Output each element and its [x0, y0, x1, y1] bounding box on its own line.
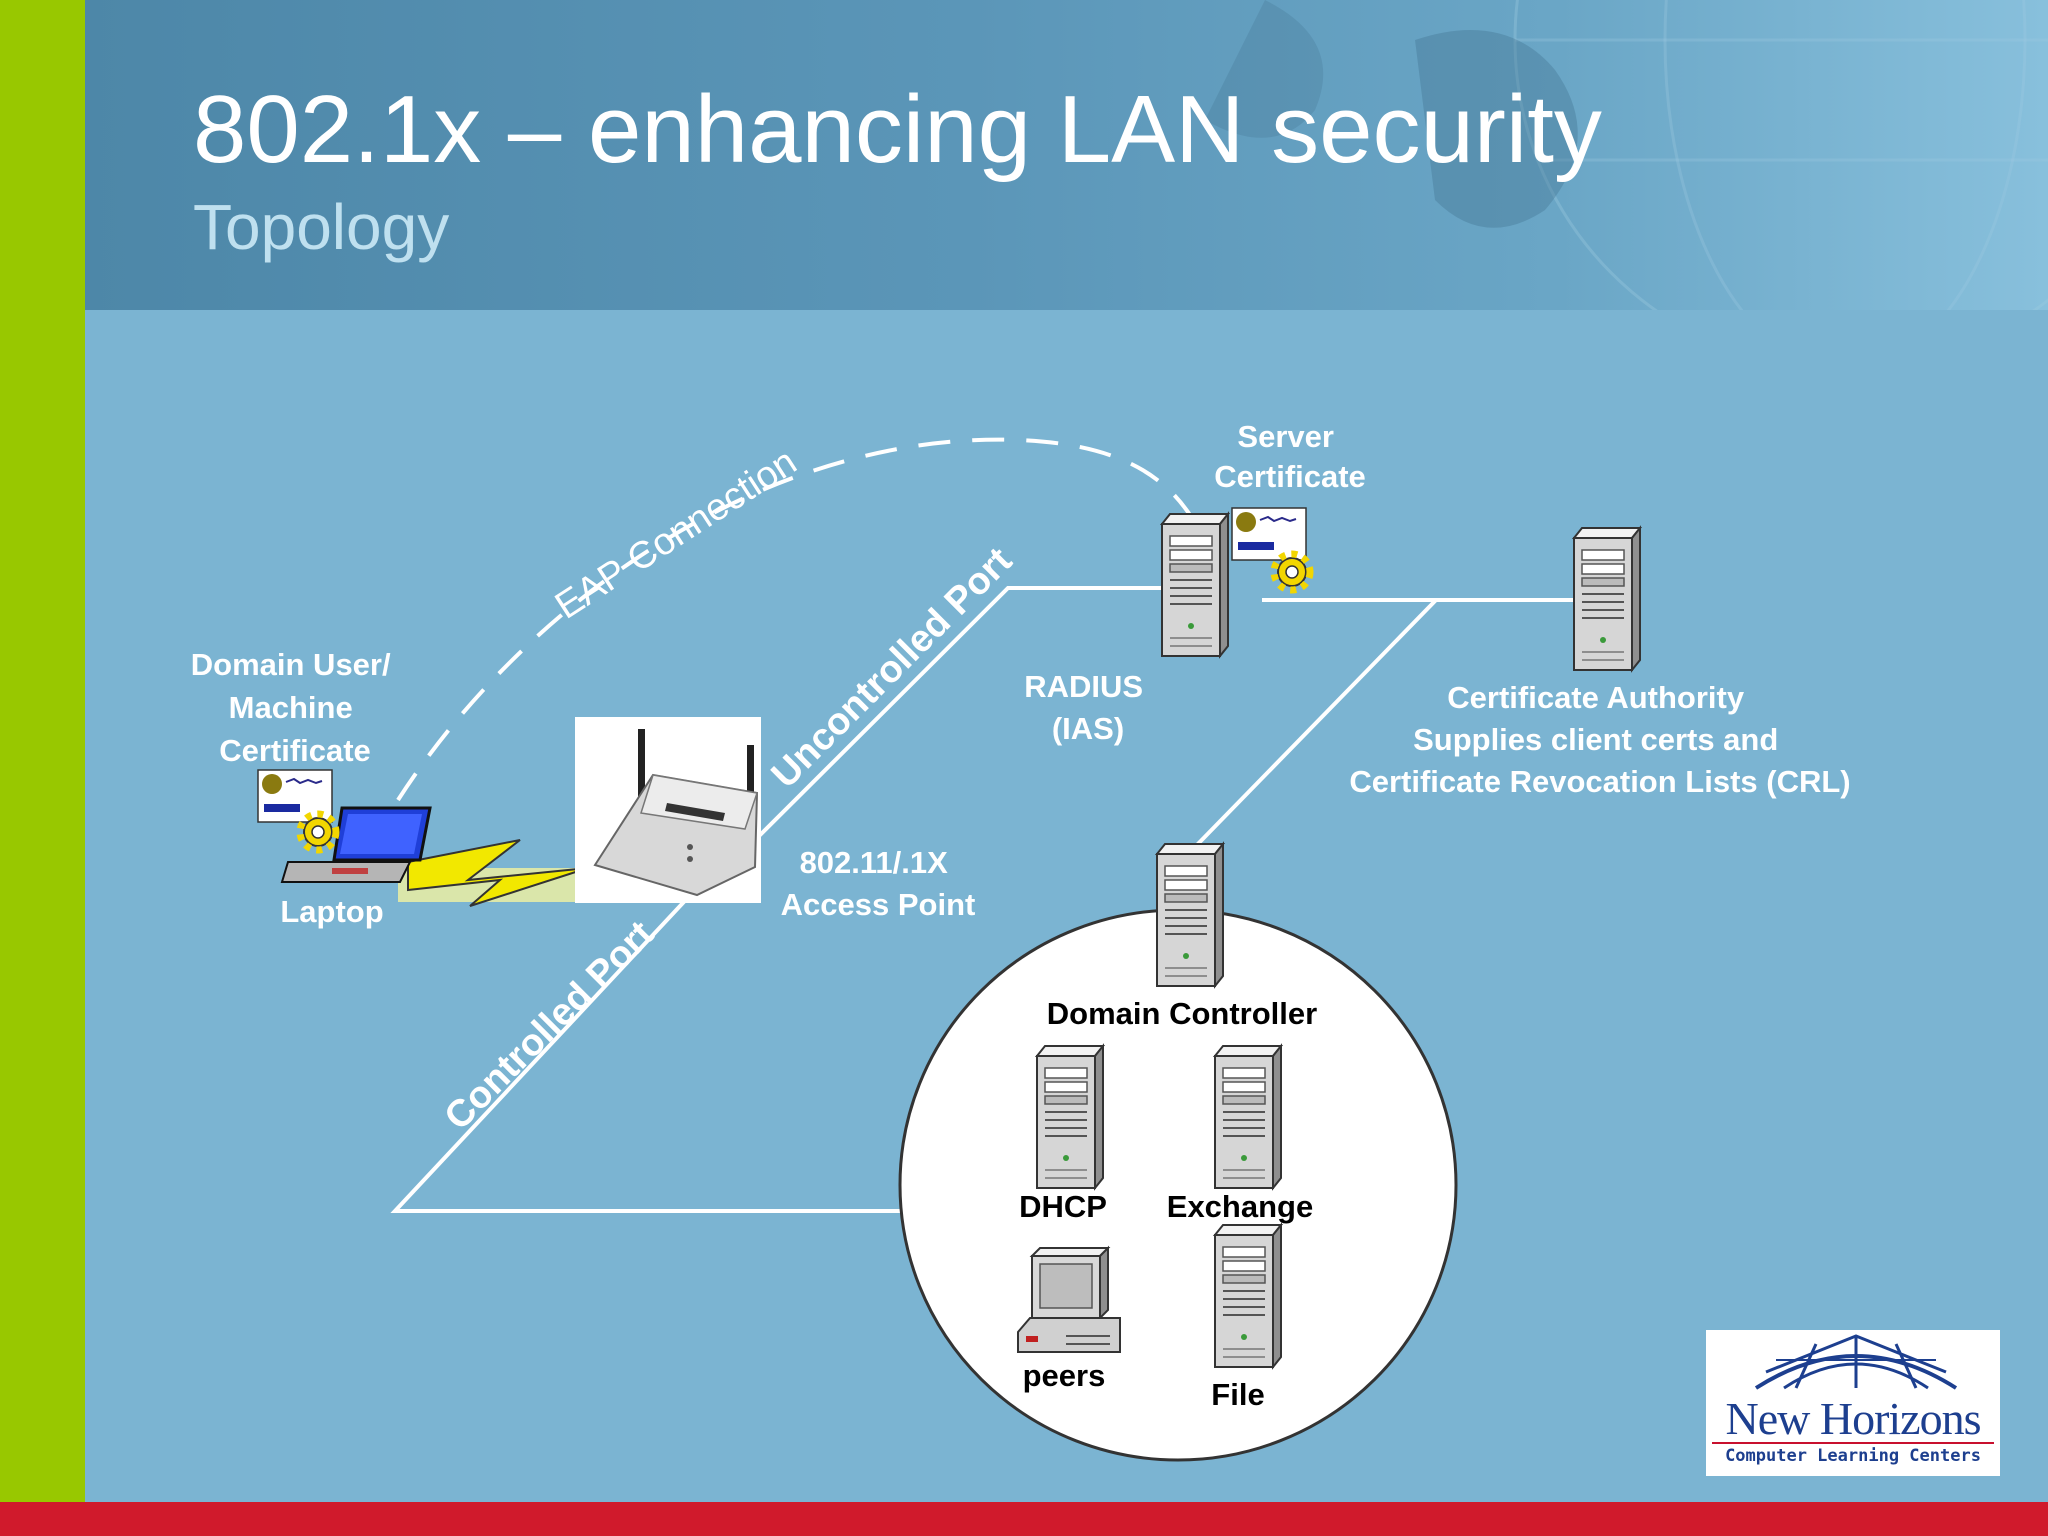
accent-bar-left	[0, 0, 85, 1536]
laptop-icon	[280, 806, 432, 883]
accent-bar-bottom	[0, 1502, 2048, 1536]
laptop-label: Laptop	[280, 894, 383, 929]
certificate-authority-label: Certificate Authority Supplies client ce…	[1349, 680, 1850, 799]
peer-computer-icon	[1017, 1245, 1121, 1353]
uncontrolled-port-label: Uncontrolled Port	[764, 540, 1021, 797]
wireless-signal-graphic	[398, 839, 608, 907]
access-point-icon	[575, 717, 761, 903]
file-server-icon	[1214, 1224, 1282, 1368]
radius-server-icon	[1161, 513, 1229, 657]
exchange-server-icon	[1214, 1045, 1282, 1189]
certificate-authority-server-icon	[1573, 527, 1641, 671]
dhcp-server-icon	[1036, 1045, 1104, 1189]
slide-header: 802.1x – enhancing LAN security Topology	[85, 0, 2048, 310]
slide-title: 802.1x – enhancing LAN security	[193, 76, 1602, 183]
domain-network-circle	[898, 908, 1458, 1462]
server-certificate-label: Server Certificate	[1214, 419, 1366, 494]
logo-tagline: Computer Learning Centers	[1725, 1446, 1981, 1466]
radius-label: RADIUS (IAS)	[1024, 669, 1151, 746]
file-label: File	[1211, 1377, 1264, 1412]
exchange-label: Exchange	[1167, 1189, 1313, 1224]
eap-connection-arc	[396, 437, 1192, 802]
user-certificate-icon	[257, 769, 336, 850]
peers-label: peers	[1023, 1358, 1106, 1393]
controlled-port-label: Controlled Port	[437, 913, 662, 1138]
globe-background-graphic	[1205, 0, 2048, 310]
logo-name: New Horizons	[1725, 1393, 1982, 1444]
access-point-label: 802.11/.1X Access Point	[781, 845, 976, 922]
globe-logo-icon	[1754, 1334, 1958, 1390]
server-certificate-icon	[1231, 507, 1310, 590]
domain-controller-label: Domain Controller	[1047, 996, 1317, 1031]
user-certificate-label: Domain User/ Machine Certificate	[191, 647, 399, 768]
network-lines	[390, 586, 1578, 1213]
slide-subtitle: Topology	[193, 191, 450, 263]
new-horizons-logo: New Horizons Computer Learning Centers	[1706, 1330, 2000, 1476]
dhcp-label: DHCP	[1019, 1189, 1107, 1224]
eap-connection-label: EAP Connection	[548, 441, 804, 628]
domain-controller-server-icon	[1156, 843, 1224, 987]
logo-divider	[1712, 1442, 1994, 1444]
